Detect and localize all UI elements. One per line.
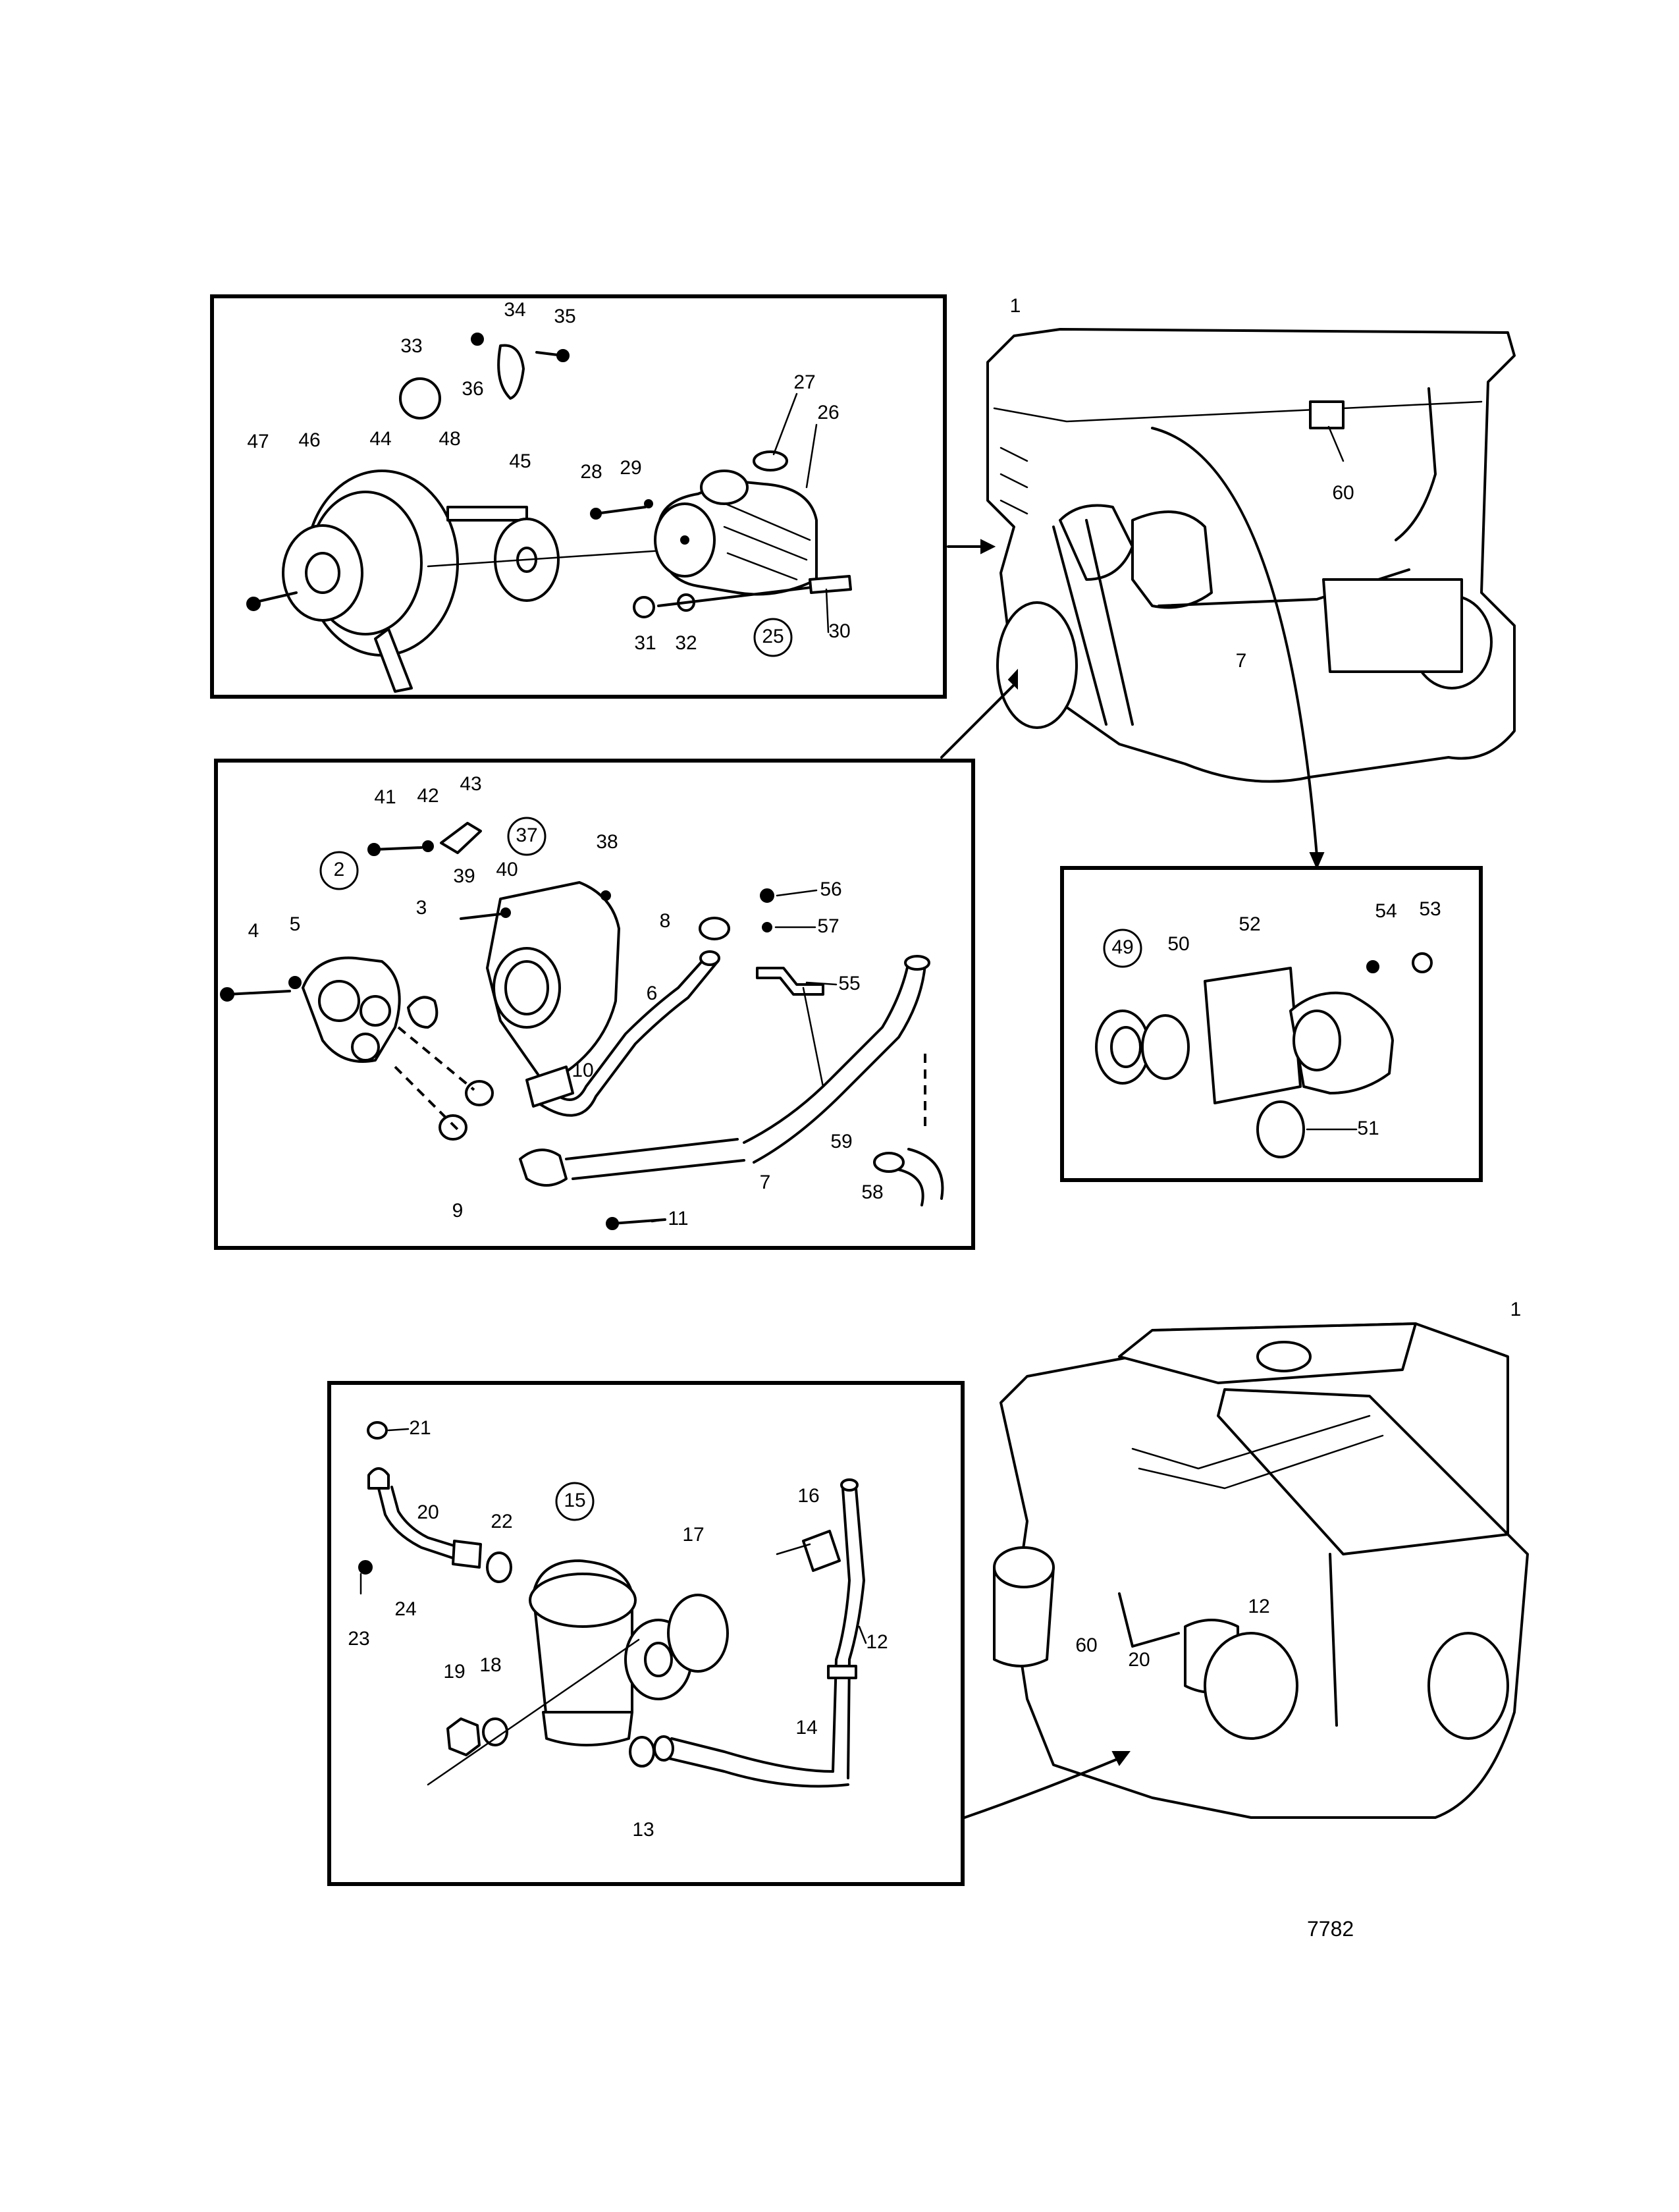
callout-3: 3 [416, 897, 427, 919]
callout-47: 47 [247, 431, 269, 452]
callout-43: 43 [460, 773, 481, 795]
callout-21: 21 [409, 1417, 431, 1439]
callout-17: 17 [682, 1524, 704, 1546]
callout-60-upper: 60 [1332, 482, 1354, 504]
callout-6: 6 [647, 983, 658, 1004]
callout-30: 30 [828, 620, 850, 642]
callout-51: 51 [1357, 1118, 1379, 1139]
callout-10: 10 [572, 1060, 593, 1081]
panel-thermostat [1060, 866, 1483, 1182]
callout-5: 5 [290, 913, 301, 935]
callout-13: 13 [632, 1819, 654, 1841]
callout-8: 8 [660, 910, 671, 932]
callout-11: 11 [668, 1208, 688, 1229]
callout-12-panel: 12 [866, 1631, 888, 1653]
callout-15: 15 [564, 1490, 585, 1511]
callout-50: 50 [1167, 933, 1189, 955]
callout-33: 33 [400, 335, 422, 357]
callout-52: 52 [1239, 913, 1260, 935]
callout-31: 31 [634, 632, 656, 654]
callout-39: 39 [453, 865, 475, 887]
callout-20-engine: 20 [1128, 1649, 1150, 1671]
callout-16: 16 [797, 1485, 819, 1507]
engine-view-upper [940, 328, 1516, 870]
callout-44: 44 [369, 428, 391, 450]
callout-18: 18 [479, 1654, 501, 1676]
callout-38: 38 [596, 831, 618, 853]
callout-40: 40 [496, 859, 518, 880]
panel-oil-filter [327, 1381, 965, 1886]
callout-41: 41 [374, 786, 396, 808]
callout-4: 4 [248, 920, 259, 942]
callout-42: 42 [417, 785, 439, 807]
callout-55: 55 [838, 973, 860, 994]
callout-12-engine: 12 [1248, 1596, 1269, 1617]
callout-19: 19 [443, 1661, 465, 1683]
callout-25: 25 [762, 626, 784, 647]
callout-53: 53 [1419, 898, 1441, 920]
callout-26: 26 [817, 402, 839, 423]
callout-14: 14 [795, 1717, 817, 1739]
callouts: 1 1 2 3 4 5 6 7 7 8 9 10 11 12 12 13 14 … [247, 295, 1521, 1841]
callout-20-panel: 20 [417, 1501, 439, 1523]
drawing-number: 7782 [1307, 1917, 1354, 1941]
panel-cooling-pipes [214, 759, 975, 1250]
callout-23: 23 [348, 1628, 369, 1650]
callout-2: 2 [334, 859, 345, 880]
callout-24: 24 [394, 1598, 416, 1620]
callout-46: 46 [298, 429, 320, 451]
callout-34: 34 [504, 299, 525, 321]
callout-28: 28 [580, 461, 602, 483]
callout-58: 58 [861, 1181, 883, 1203]
callout-1-lower: 1 [1510, 1299, 1522, 1320]
callout-7-upper: 7 [1236, 650, 1247, 672]
callout-57: 57 [817, 915, 839, 937]
panel-water-pump [210, 294, 947, 699]
callout-7-lower: 7 [760, 1172, 771, 1193]
callout-29: 29 [620, 457, 641, 479]
callout-32: 32 [675, 632, 697, 654]
callout-36: 36 [462, 378, 483, 400]
callout-1-upper: 1 [1010, 295, 1021, 317]
callout-22: 22 [491, 1511, 512, 1532]
callout-37: 37 [516, 824, 537, 846]
callout-35: 35 [554, 306, 575, 327]
callout-49: 49 [1111, 936, 1133, 958]
callout-27: 27 [793, 371, 815, 393]
callout-59: 59 [830, 1131, 852, 1152]
callout-60-lower: 60 [1075, 1634, 1097, 1656]
callout-56: 56 [820, 878, 841, 900]
callout-45: 45 [509, 450, 531, 472]
leader-lines [387, 392, 1358, 1644]
callout-48: 48 [439, 428, 460, 450]
callout-9: 9 [452, 1200, 464, 1222]
engine-view-lower [963, 1322, 1529, 1819]
callout-54: 54 [1375, 900, 1397, 922]
